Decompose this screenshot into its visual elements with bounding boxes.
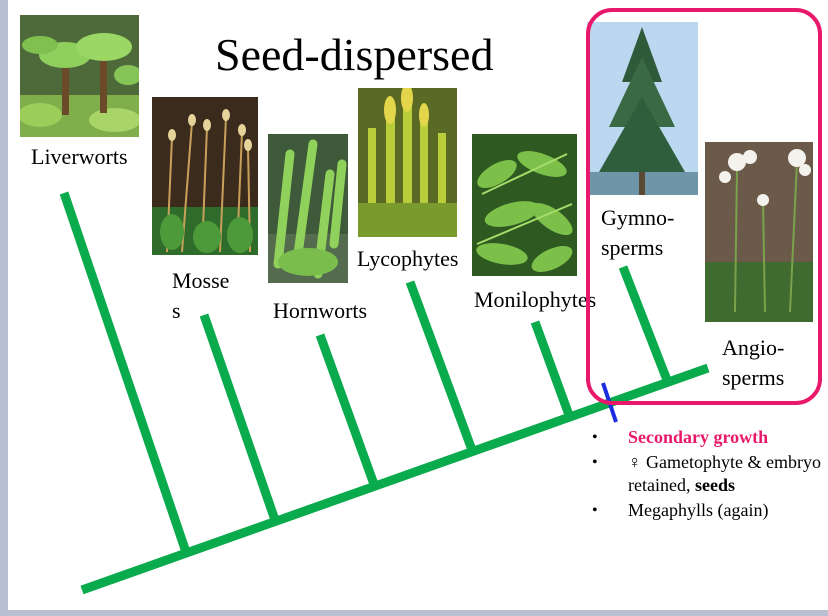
branch-hornworts <box>315 333 380 489</box>
trait-seeds: ♀ Gametophyte & embryo retained, seeds <box>590 451 825 497</box>
trait-secondary-growth: Secondary growth <box>590 426 825 449</box>
moss-photo <box>152 97 258 255</box>
seed-plants-highlight <box>586 8 822 405</box>
liverwort-photo <box>20 15 139 137</box>
label-angiosperms: Angio-sperms <box>722 335 785 390</box>
trait-megaphylls: Megaphylls (again) <box>590 499 825 522</box>
label-monilophytes: Monilophytes <box>474 287 597 312</box>
branch-gymnosperms <box>618 265 672 382</box>
label-mosses: Mosses <box>172 268 230 323</box>
flower-photo <box>705 142 813 322</box>
fern-photo <box>472 134 577 276</box>
label-liverworts: Liverworts <box>31 144 128 169</box>
branch-lycophytes <box>405 280 477 452</box>
label-lycophytes: Lycophytes <box>357 246 459 271</box>
slide-title: Seed-dispersed <box>215 29 494 80</box>
branch-liverworts <box>59 191 191 554</box>
pine-photo <box>587 22 698 195</box>
branch-monilophytes <box>530 320 574 417</box>
label-gymnosperms: Gymno-sperms <box>601 205 675 260</box>
slide-bottom-border <box>0 610 828 616</box>
slide-left-border <box>0 0 8 616</box>
lycophyte-photo <box>358 88 457 237</box>
hornwort-photo <box>268 134 348 283</box>
cladogram-trunk <box>80 363 710 595</box>
trait-list: Secondary growth ♀ Gametophyte & embryo … <box>590 426 825 524</box>
label-hornworts: Hornworts <box>273 298 368 323</box>
branch-mosses <box>199 313 280 522</box>
